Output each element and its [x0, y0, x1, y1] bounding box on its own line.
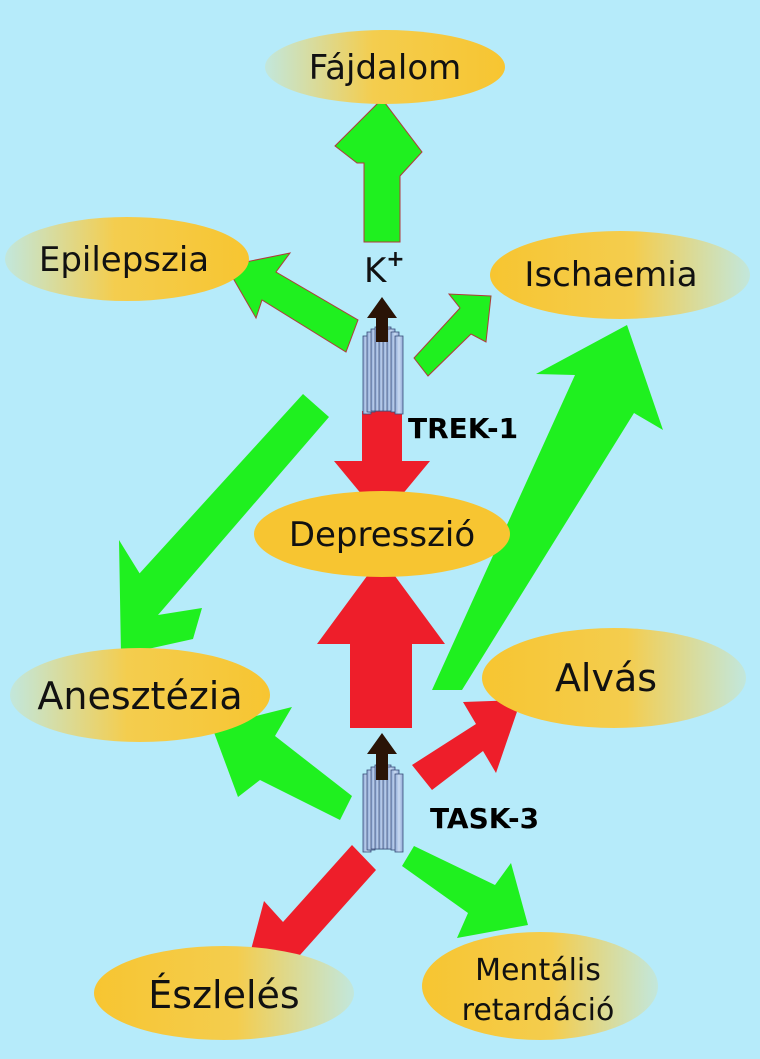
potassium-ion-label: K+: [364, 247, 405, 291]
arrow-task3-to-mentalis: [402, 846, 528, 938]
arrow-task3-to-alvas: [412, 700, 521, 790]
node-mentalis-label-line2: retardáció: [462, 993, 615, 1028]
node-ischaemia-label: Ischaemia: [524, 255, 697, 295]
node-fajdalom-label: Fájdalom: [309, 48, 462, 88]
node-depresszio: Depresszió: [254, 491, 510, 577]
node-depresszio-label: Depresszió: [289, 515, 475, 555]
arrow-trek1-to-fajdalom: [334, 98, 423, 243]
node-ischaemia: Ischaemia: [490, 231, 750, 319]
node-anesztezia: Anesztézia: [10, 648, 270, 742]
arrow-trek1-to-anesztezia: [119, 394, 329, 655]
arrow-trek1-to-epilepszia: [225, 252, 359, 353]
task3-label: TASK-3: [430, 802, 539, 835]
node-mentalis-label-line1: Mentális: [475, 953, 601, 988]
trek1-potassium-efflux-arrow-icon: [367, 297, 397, 342]
node-fajdalom: Fájdalom: [265, 30, 505, 104]
node-mentalis-retardacio: Mentális retardáció: [422, 932, 658, 1040]
node-eszleles: Észlelés: [94, 946, 354, 1040]
node-epilepszia: Epilepszia: [5, 217, 249, 301]
arrow-task3-to-anesztezia: [212, 707, 352, 820]
node-alvas: Alvás: [482, 628, 746, 728]
arrow-trek1-to-depresszio: [334, 411, 430, 519]
node-anesztezia-label: Anesztézia: [37, 674, 242, 718]
arrow-task3-to-eszleles: [244, 845, 376, 976]
node-eszleles-label: Észlelés: [148, 973, 299, 1017]
task3-potassium-efflux-arrow-icon: [367, 733, 397, 780]
arrow-trek1-to-ischaemia: [413, 293, 492, 377]
node-epilepszia-label: Epilepszia: [39, 240, 209, 280]
node-alvas-label: Alvás: [555, 656, 657, 700]
trek1-label: TREK-1: [408, 412, 518, 445]
arrow-task3-to-ischaemia: [432, 325, 663, 690]
arrow-task3-to-depresszio: [317, 557, 445, 728]
